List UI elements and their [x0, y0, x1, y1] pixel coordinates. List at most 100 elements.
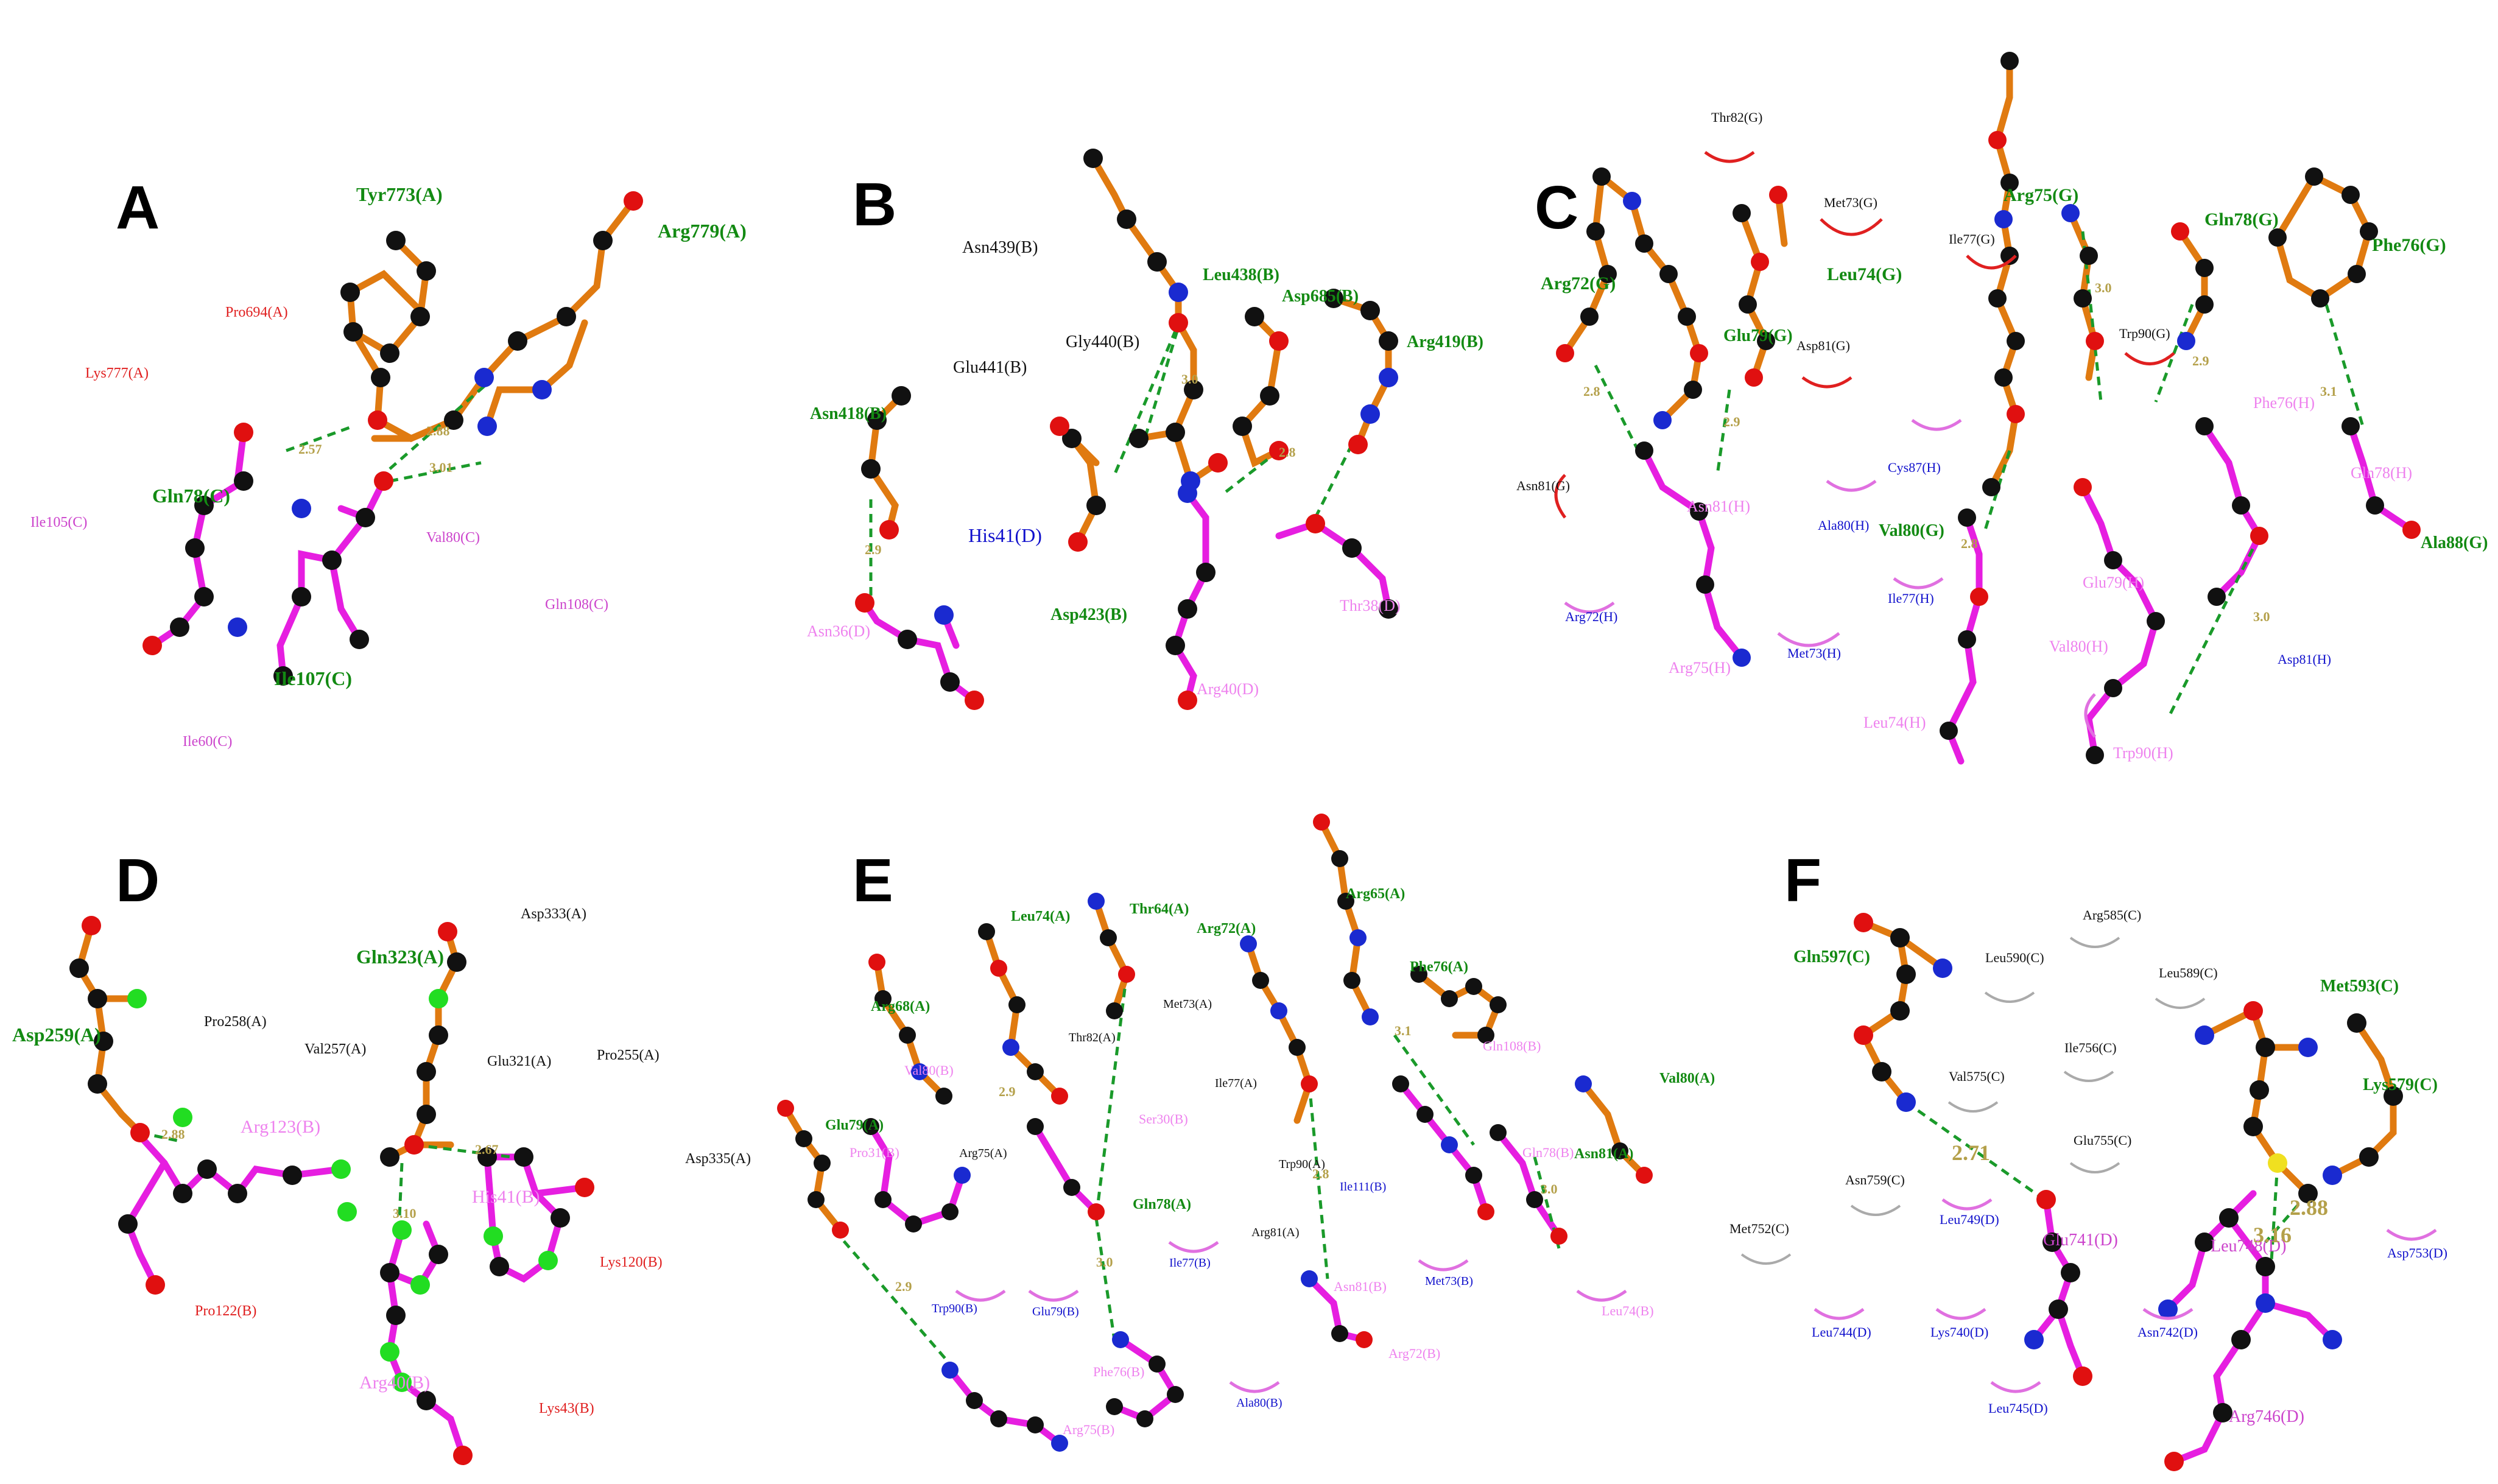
residue-label: Trp90(H) [2113, 744, 2173, 762]
residue-label: Tyr773(A) [356, 183, 443, 205]
residue-label: Arg419(B) [1407, 332, 1483, 351]
residue-label: Arg779(A) [658, 220, 747, 242]
panel-f-structure [1854, 913, 2403, 1471]
residue-label: Gln108(C) [545, 597, 608, 613]
residue-label: Lys120(B) [600, 1254, 663, 1270]
residue-label: Phe76(G) [2372, 235, 2446, 255]
residue-label: Met752(C) [1729, 1221, 1789, 1236]
residue-label: Asn759(C) [1845, 1172, 1905, 1187]
residue-label: Leu744(D) [1812, 1324, 1871, 1340]
residue-label: Leu748(D) [2211, 1237, 2286, 1256]
residue-label: Ser30(B) [1139, 1111, 1188, 1127]
residue-label: Asn81(A) [1574, 1146, 1633, 1162]
residue-label: Trp90(A) [1279, 1158, 1325, 1171]
panel-label-b: B [853, 171, 896, 239]
residue-label: Glu79(B) [1032, 1305, 1079, 1318]
residue-label: Val575(C) [1949, 1069, 2005, 1084]
residue-label: Gln78(G) [2204, 209, 2279, 230]
residue-label: Asp81(H) [2278, 652, 2331, 667]
residue-label: Ile77(B) [1169, 1256, 1211, 1270]
residue-label: Arg746(D) [2229, 1407, 2304, 1426]
residue-label: Gln78(A) [1133, 1197, 1191, 1212]
residue-label: Ile107(C) [274, 667, 352, 689]
residue-label: Ile756(C) [2064, 1040, 2117, 1055]
panel-d-structure [69, 916, 594, 1465]
residue-label: Pro694(A) [225, 304, 288, 320]
hbond-distance-label: 3.0 [2095, 280, 2112, 295]
residue-label: His41(D) [968, 524, 1042, 546]
residue-label: Arg72(B) [1388, 1346, 1440, 1361]
residue-label: Arg81(A) [1251, 1226, 1300, 1239]
residue-label: Trp90(G) [2119, 326, 2170, 341]
residue-label: Gln108(B) [1483, 1038, 1541, 1053]
residue-label: Val80(B) [904, 1063, 954, 1078]
residue-label: Pro258(A) [204, 1014, 267, 1030]
residue-label: Arg75(A) [959, 1147, 1007, 1160]
hbond-distance-label: 2.88 [2290, 1195, 2328, 1220]
residue-label: Leu589(C) [2159, 965, 2218, 980]
hbond-distance-label: 3.01 [429, 460, 453, 475]
residue-label: Leu74(G) [1827, 264, 1902, 284]
hbond-distance-label: 3.0 [1181, 371, 1198, 387]
hbond-distance-label: 2.88 [161, 1127, 185, 1142]
residue-label: Asn81(G) [1516, 478, 1570, 493]
residue-label: Glu755(C) [2074, 1133, 2131, 1148]
residue-label: Ala88(G) [2421, 533, 2488, 552]
panel-label-c: C [1535, 174, 1578, 242]
residue-label: Phe76(A) [1410, 959, 1468, 975]
panel-label-a: A [116, 174, 160, 242]
residue-label: Arg75(G) [2004, 185, 2078, 205]
residue-label: Met73(B) [1425, 1275, 1473, 1288]
residue-label: Arg585(C) [2083, 907, 2141, 923]
residue-label: Arg40(B) [359, 1373, 430, 1393]
residue-label: Glu321(A) [487, 1053, 551, 1069]
residue-label: Val80(H) [2049, 638, 2108, 655]
residue-label: Ile111(B) [1340, 1180, 1386, 1194]
residue-label: Ile105(C) [30, 515, 87, 530]
residue-label: Thr82(A) [1069, 1031, 1116, 1044]
residue-label: Pro122(B) [195, 1303, 256, 1319]
residue-label: Ala80(H) [1818, 518, 1869, 533]
residue-label: Leu74(B) [1602, 1303, 1654, 1318]
hbond-distance-label: 2.88 [426, 423, 450, 438]
hbond-distance-label: 3.0 [2253, 609, 2270, 624]
residue-label: Ile77(A) [1215, 1077, 1257, 1090]
residue-label: Met593(C) [2320, 977, 2399, 996]
bond-distance-labels: 2.572.883.012.93.02.82.82.93.02.93.12.83… [161, 280, 2337, 1294]
molecular-skeletons [69, 52, 2437, 1471]
residue-label: Cys87(H) [1888, 460, 1941, 475]
residue-label: Gln78(B) [1522, 1145, 1574, 1160]
residue-label: Arg40(D) [1197, 680, 1259, 698]
residue-label: Glu79(A) [825, 1117, 884, 1133]
hbond-distance-label: 2.8 [1279, 445, 1296, 460]
residue-label: Phe76(B) [1093, 1364, 1144, 1379]
panel-label-e: E [853, 846, 893, 915]
residue-label: Gln78(C) [152, 485, 230, 507]
residue-label: Phe76(H) [2253, 394, 2315, 412]
residue-label: Gly440(B) [1066, 332, 1139, 351]
hbond-distance-label: 3.10 [393, 1206, 417, 1221]
hbond-distance-label: 2.9 [2192, 353, 2209, 368]
hbond-distance-label: 3.0 [1096, 1254, 1113, 1270]
hbond-distance-label: 3.0 [1541, 1181, 1558, 1197]
residue-label: Arg65(A) [1346, 886, 1405, 902]
hbond-distance-label: 2.8 [1583, 384, 1600, 399]
residue-label: Thr38(D) [1340, 597, 1401, 614]
residue-label: Asn439(B) [962, 238, 1038, 257]
residue-label: Glu441(B) [953, 358, 1027, 377]
residue-label: Val80(A) [1659, 1071, 1715, 1086]
residue-label: Val80(G) [1879, 521, 1944, 540]
residue-label: Asn36(D) [807, 622, 870, 640]
residue-label: Glu79(G) [1723, 326, 1793, 345]
hydrophobic-arcs [955, 150, 2437, 1393]
panel-b-structure [855, 149, 1398, 710]
residue-label: Leu74(H) [1863, 714, 1926, 731]
residue-label: Asn742(D) [2137, 1324, 2198, 1340]
hbond-distance-label: 3.1 [2320, 384, 2337, 399]
panel-label-d: D [116, 846, 160, 915]
residue-label: Gln78(H) [2351, 464, 2412, 482]
residue-label: Arg68(A) [871, 999, 930, 1015]
hbond-distance-label: 2.57 [298, 441, 322, 457]
residue-label: Asp333(A) [521, 906, 586, 922]
